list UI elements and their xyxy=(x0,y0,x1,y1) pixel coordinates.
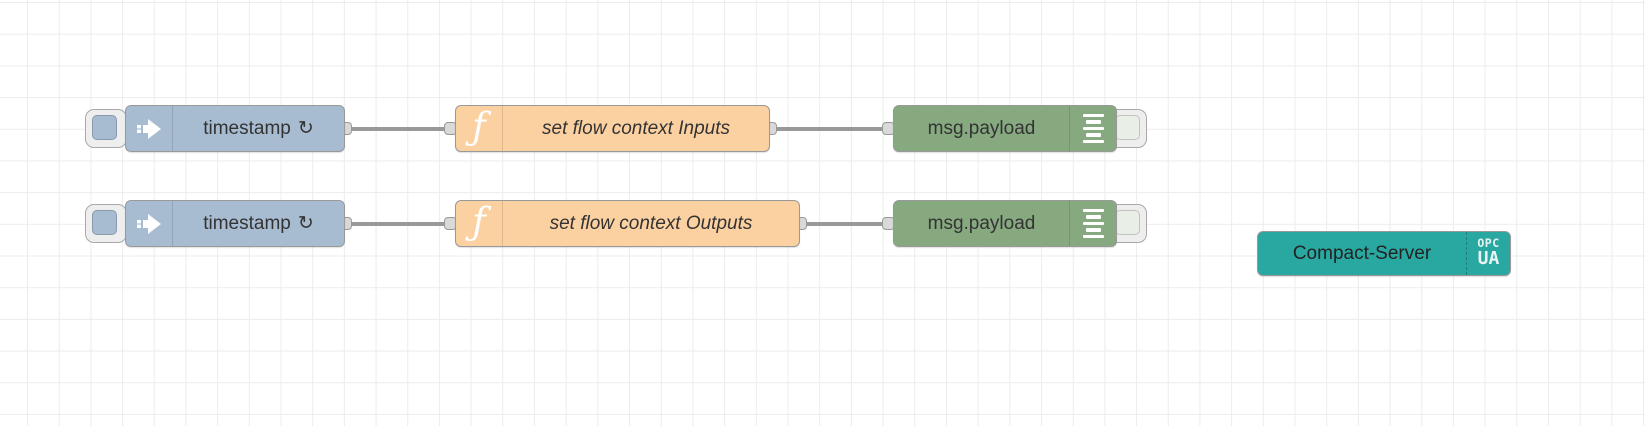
function-node-outputs[interactable]: ƒ set flow context Outputs xyxy=(455,200,800,247)
node-label: set flow context Outputs xyxy=(549,212,753,234)
inject-arrow-icon xyxy=(137,213,161,234)
inject-trigger-button-1[interactable] xyxy=(85,109,127,148)
inject-icon-section xyxy=(126,201,173,246)
node-label: msg.payload xyxy=(927,212,1036,234)
inject-node-timestamp-1[interactable]: timestamp↻ xyxy=(125,105,345,152)
inject-node-timestamp-2[interactable]: timestamp↻ xyxy=(125,200,345,247)
wire-inject1-function1[interactable] xyxy=(345,126,455,131)
node-label: msg.payload xyxy=(927,117,1036,139)
wire-inject2-function2[interactable] xyxy=(345,221,455,226)
opcua-badge-icon: OPC UA xyxy=(1466,232,1510,275)
repeat-icon: ↻ xyxy=(297,213,314,234)
inject-button-fill xyxy=(92,115,117,140)
node-label: Compact-Server xyxy=(1292,242,1432,264)
opcua-server-node[interactable]: Compact-Server OPC UA xyxy=(1257,231,1511,276)
debug-button-fill xyxy=(1115,210,1140,235)
debug-node-payload-2[interactable]: msg.payload xyxy=(893,200,1117,247)
inject-icon-section xyxy=(126,106,173,151)
debug-node-payload-1[interactable]: msg.payload xyxy=(893,105,1117,152)
wire-function2-debug2[interactable] xyxy=(800,221,893,226)
inject-arrow-icon xyxy=(137,118,161,139)
debug-list-icon xyxy=(1082,113,1104,144)
function-icon-section: ƒ xyxy=(456,106,503,151)
inject-trigger-button-2[interactable] xyxy=(85,204,127,243)
node-label: timestamp↻ xyxy=(203,212,314,235)
debug-button-fill xyxy=(1115,115,1140,140)
repeat-icon: ↻ xyxy=(297,118,314,139)
function-icon-section: ƒ xyxy=(456,201,503,246)
wire-function1-debug1[interactable] xyxy=(770,126,893,131)
inject-button-fill xyxy=(92,210,117,235)
function-icon: ƒ xyxy=(472,200,486,243)
debug-icon-section xyxy=(1069,106,1116,151)
node-label: timestamp↻ xyxy=(203,117,314,140)
function-node-inputs[interactable]: ƒ set flow context Inputs xyxy=(455,105,770,152)
debug-icon-section xyxy=(1069,201,1116,246)
debug-list-icon xyxy=(1082,208,1104,239)
node-label: set flow context Inputs xyxy=(542,117,730,139)
function-icon: ƒ xyxy=(472,105,486,148)
